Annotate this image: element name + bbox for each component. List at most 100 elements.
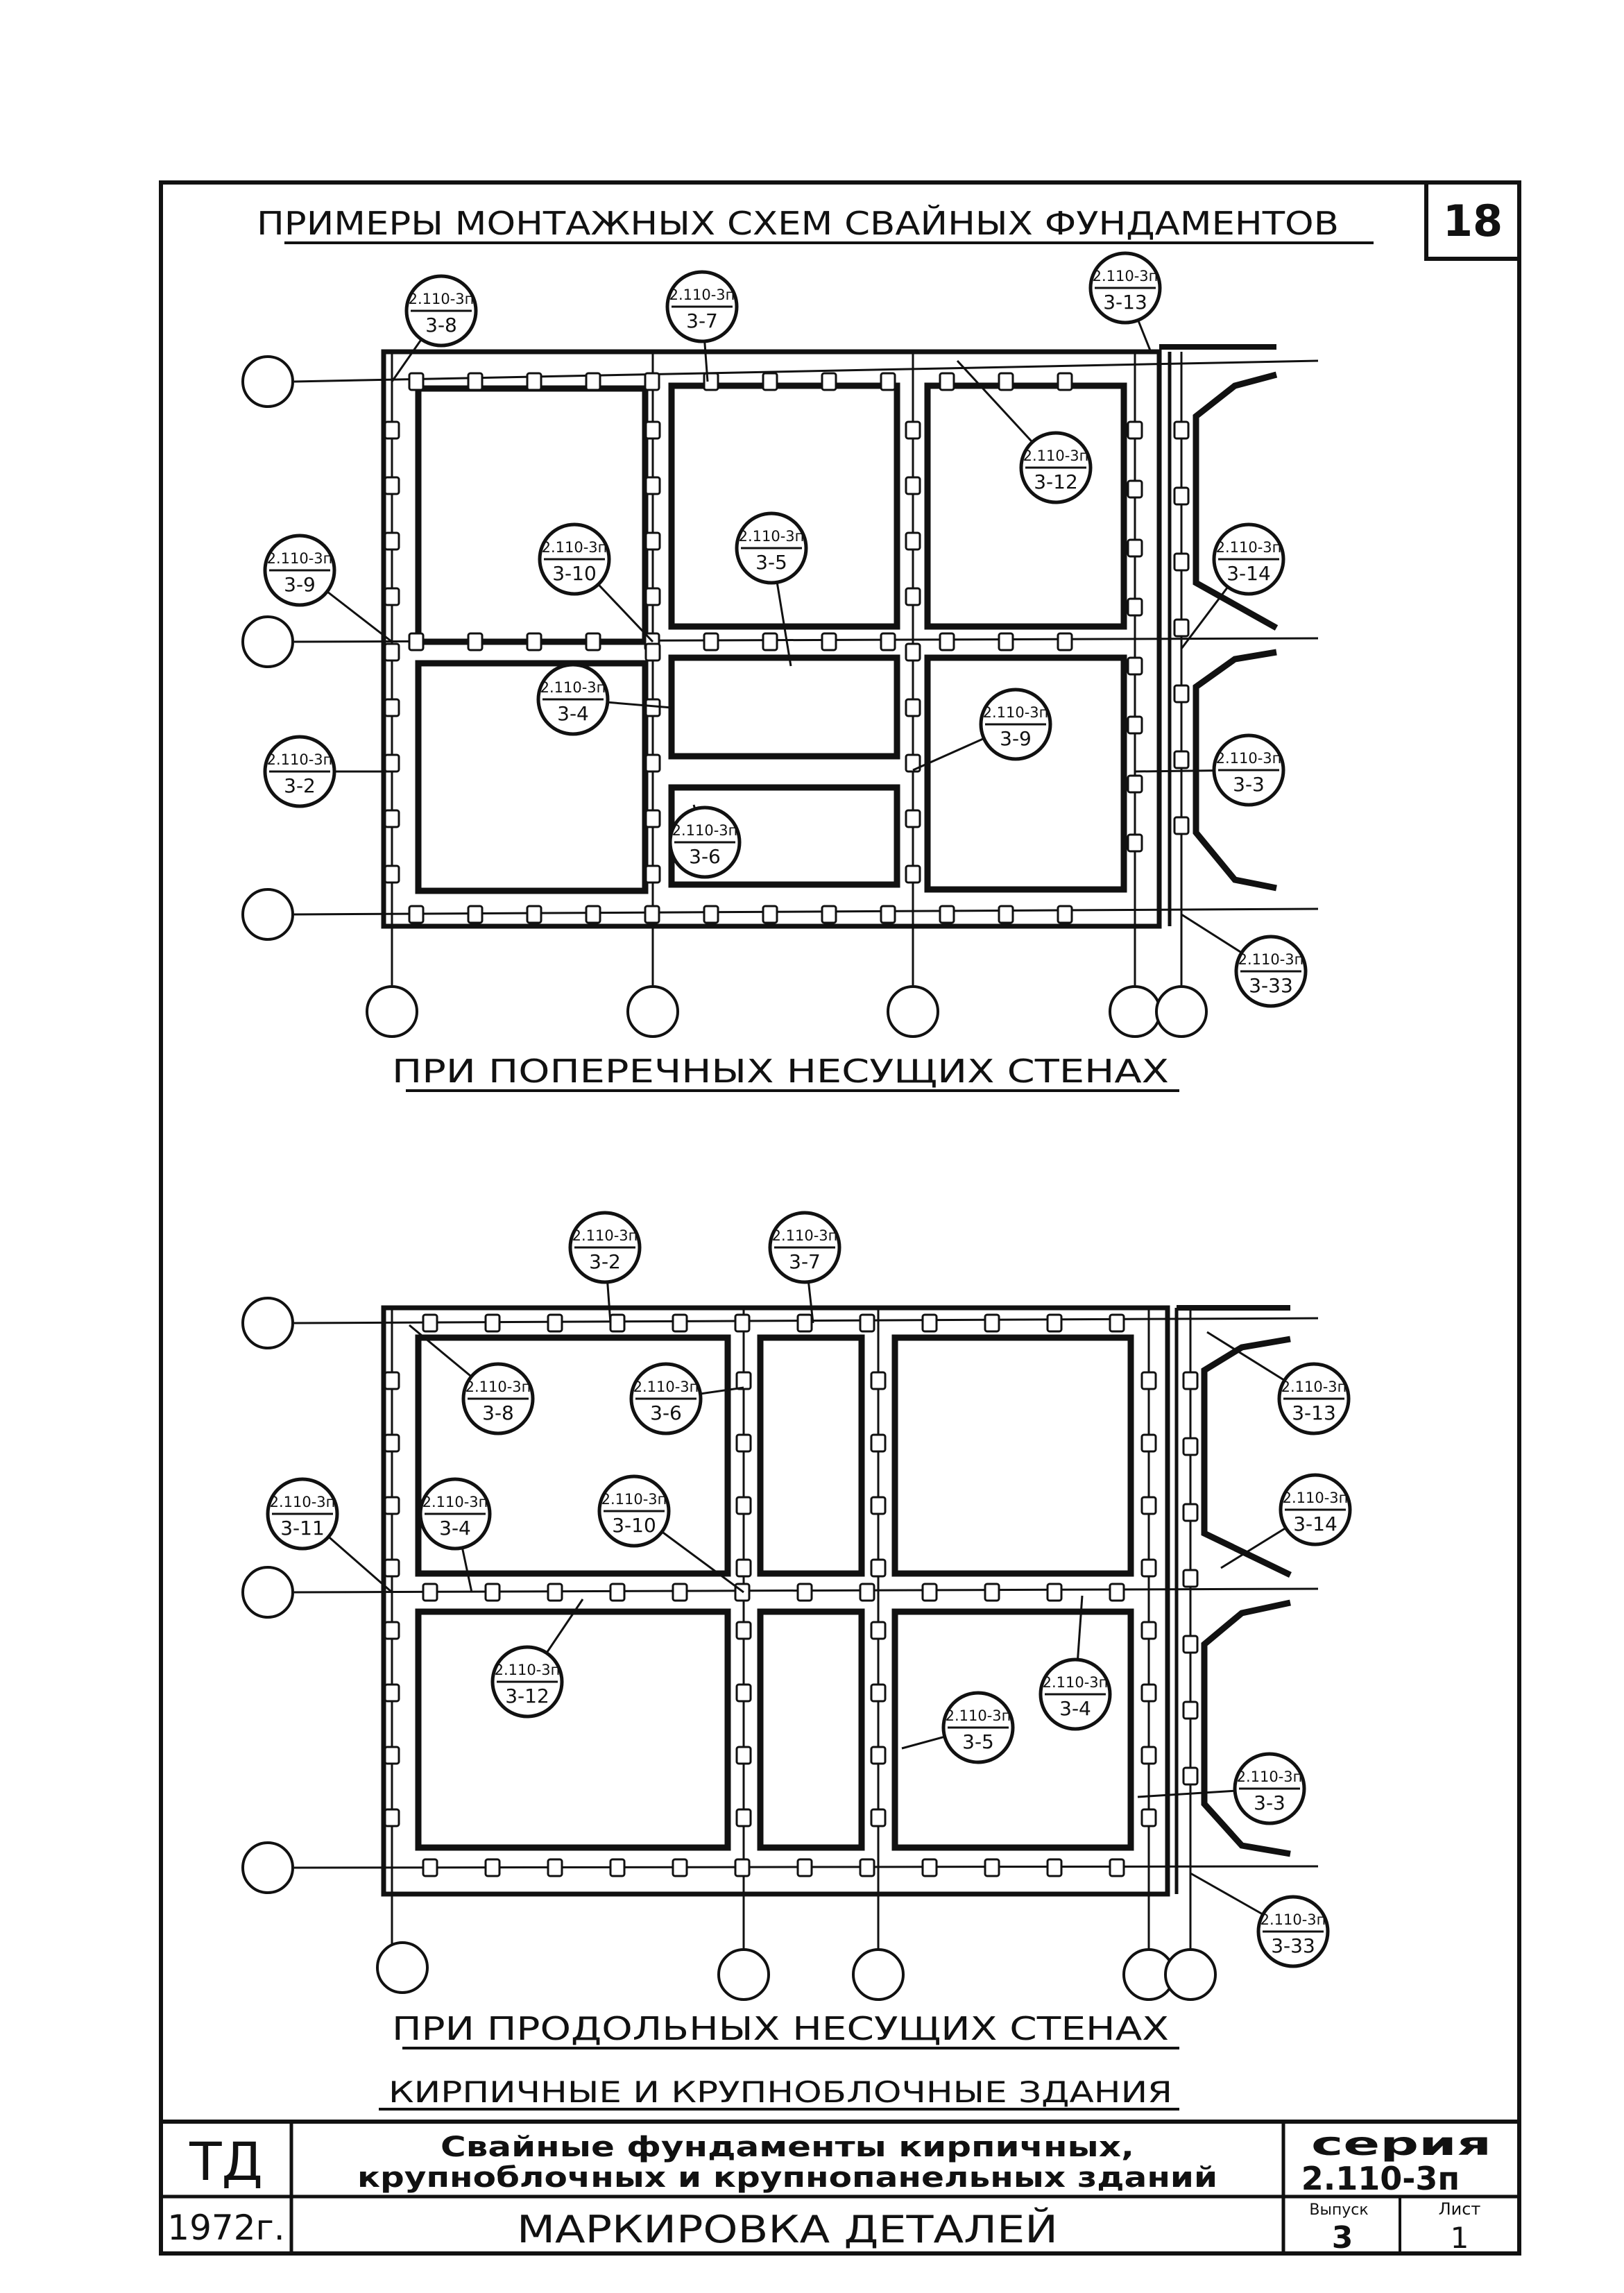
pile-marker bbox=[1057, 905, 1073, 924]
pile-marker bbox=[1109, 1313, 1125, 1333]
detail-callout: 2.110-3п3-7 bbox=[768, 1211, 841, 1324]
callout-series: 2.110-3п bbox=[495, 1662, 561, 1678]
pile-marker bbox=[384, 1683, 400, 1703]
callout-detail: 3-2 bbox=[589, 1250, 621, 1273]
callout-series: 2.110-3п bbox=[983, 704, 1049, 721]
pile-marker bbox=[821, 905, 837, 924]
pile-marker bbox=[905, 698, 921, 717]
callout-series: 2.110-3п bbox=[1043, 1674, 1109, 1691]
detail-callout: 2.110-3п3-13 bbox=[1088, 251, 1162, 355]
pile-marker bbox=[735, 1496, 752, 1515]
pile-marker bbox=[422, 1858, 438, 1877]
pile-marker bbox=[1182, 1371, 1199, 1390]
pile-marker bbox=[880, 905, 896, 924]
callout-series: 2.110-3п bbox=[669, 287, 735, 303]
detail-callout: 2.110-3п3-10 bbox=[597, 1474, 744, 1594]
sheet-label: Лист bbox=[1439, 2199, 1481, 2219]
callout-detail: 3-3 bbox=[1233, 773, 1265, 796]
pile-marker bbox=[821, 372, 837, 391]
callout-series: 2.110-3п bbox=[540, 679, 606, 696]
pile-marker bbox=[735, 1371, 752, 1390]
year: 1972г. bbox=[167, 2208, 284, 2248]
pile-marker bbox=[644, 372, 660, 391]
detail-callout: 2.110-3п 3-6 bbox=[668, 804, 742, 879]
pile-marker bbox=[585, 905, 601, 924]
pile-marker bbox=[384, 420, 400, 440]
pile-marker bbox=[644, 698, 661, 717]
pile-marker bbox=[870, 1433, 887, 1453]
detail-callout: 2.110-3п3-33 bbox=[1190, 1872, 1330, 1968]
callout-detail: 3-4 bbox=[1059, 1697, 1091, 1720]
pile-marker bbox=[467, 372, 484, 391]
detail-callout: 2.110-3п3-33 bbox=[1181, 913, 1308, 1008]
pile-marker bbox=[1140, 1558, 1157, 1578]
pile-marker bbox=[796, 1858, 813, 1877]
pile-marker bbox=[859, 1313, 875, 1333]
pile-marker bbox=[384, 864, 400, 884]
bottom-room-1 bbox=[415, 1334, 731, 1577]
top-room-2 bbox=[668, 382, 900, 630]
callout-series: 2.110-3п bbox=[1238, 951, 1304, 968]
pile-marker bbox=[1109, 1583, 1125, 1602]
pile-marker bbox=[467, 632, 484, 651]
pile-marker bbox=[939, 372, 955, 391]
pile-marker bbox=[1127, 420, 1143, 440]
pile-marker bbox=[1140, 1683, 1157, 1703]
callout-series: 2.110-3п bbox=[542, 539, 608, 556]
pile-marker bbox=[1182, 1437, 1199, 1456]
pile-marker bbox=[998, 905, 1014, 924]
detail-callout: 2.110-3п3-2 bbox=[263, 735, 392, 808]
pile-marker bbox=[1140, 1496, 1157, 1515]
pile-marker bbox=[1140, 1371, 1157, 1390]
series-label: серия bbox=[1311, 2125, 1491, 2163]
pile-marker bbox=[1182, 1503, 1199, 1522]
pile-marker bbox=[880, 372, 896, 391]
pile-marker bbox=[905, 420, 921, 440]
detail-callout: 2.110-3п3-9 bbox=[263, 534, 393, 643]
pile-marker bbox=[384, 1496, 400, 1515]
pile-marker bbox=[672, 1313, 688, 1333]
buildings-subtitle: КИРПИЧНЫЕ И КРУПНОБЛОЧНЫЕ ЗДАНИЯ bbox=[388, 2075, 1172, 2109]
detail-callout: 2.110-3п3-5 bbox=[901, 1691, 1015, 1764]
detail-callout: 2.110-3п3-13 bbox=[1206, 1331, 1351, 1435]
pile-marker bbox=[384, 1808, 400, 1827]
pile-marker bbox=[484, 1313, 501, 1333]
pile-marker bbox=[672, 1858, 688, 1877]
pile-marker bbox=[984, 1313, 1000, 1333]
callout-series: 2.110-3п bbox=[422, 1494, 488, 1510]
pile-marker bbox=[870, 1621, 887, 1640]
callout-series: 2.110-3п bbox=[572, 1227, 638, 1244]
callout-detail: 3-6 bbox=[689, 845, 721, 868]
pile-marker bbox=[609, 1313, 626, 1333]
pile-marker bbox=[526, 905, 542, 924]
pile-marker bbox=[1140, 1621, 1157, 1640]
pile-marker bbox=[939, 632, 955, 651]
callout-detail: 3-3 bbox=[1254, 1791, 1285, 1814]
bottom-plan-caption: ПРИ ПРОДОЛЬНЫХ НЕСУЩИХ СТЕНАХ bbox=[392, 2010, 1169, 2047]
callout-series: 2.110-3п bbox=[633, 1379, 699, 1395]
detail-callout: 2.110-3п3-14 bbox=[1220, 1473, 1352, 1569]
pile-marker bbox=[1182, 1569, 1199, 1588]
callout-detail: 3-6 bbox=[650, 1401, 682, 1424]
pile-marker bbox=[703, 905, 719, 924]
callout-series: 2.110-3п bbox=[672, 822, 738, 839]
detail-callout: 2.110-3п 3-4 bbox=[536, 663, 672, 736]
pile-marker bbox=[870, 1683, 887, 1703]
pile-marker bbox=[1140, 1808, 1157, 1827]
pile-marker bbox=[1057, 632, 1073, 651]
callout-detail: 3-10 bbox=[552, 562, 597, 585]
pile-marker bbox=[1127, 774, 1143, 794]
pile-marker bbox=[384, 1433, 400, 1453]
pile-marker bbox=[870, 1496, 887, 1515]
pile-marker bbox=[644, 587, 661, 606]
pile-marker bbox=[1182, 1766, 1199, 1786]
pile-marker bbox=[408, 905, 425, 924]
pile-marker bbox=[384, 476, 400, 495]
bottom-room-6 bbox=[891, 1608, 1134, 1851]
callout-detail: 3-2 bbox=[284, 774, 316, 797]
pile-marker bbox=[1173, 618, 1190, 638]
detail-callout: 2.110-3п3-7 bbox=[665, 270, 739, 382]
pile-marker bbox=[408, 372, 425, 391]
description-line-2: крупноблочных и крупнопанельных зданий bbox=[357, 2162, 1217, 2194]
callout-detail: 3-4 bbox=[557, 702, 589, 725]
